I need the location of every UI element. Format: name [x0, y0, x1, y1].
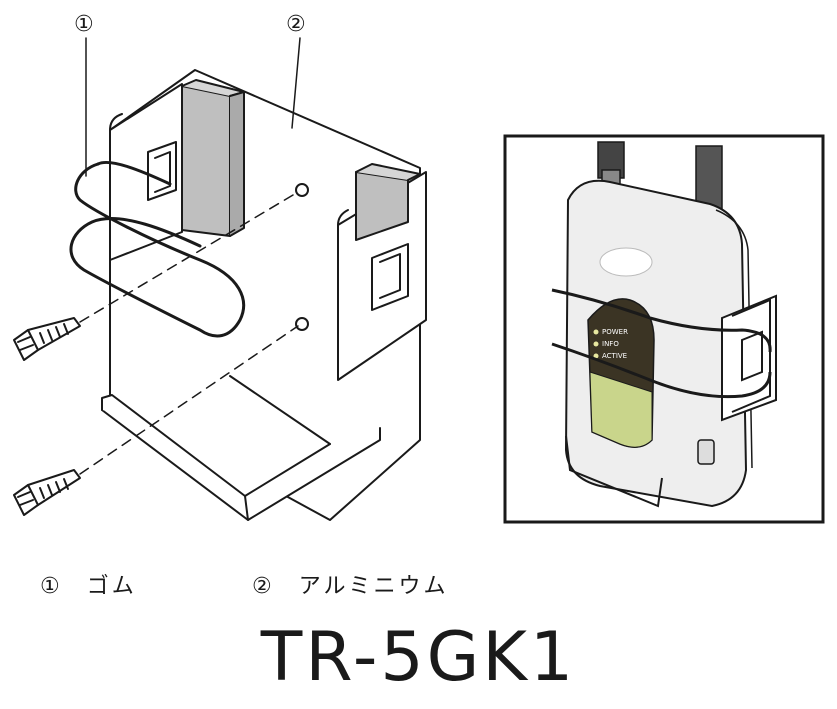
- rubber-band: [69, 160, 246, 338]
- legend-text-aluminum: アルミニウム: [298, 574, 449, 599]
- legend-number-2: ②: [252, 574, 275, 599]
- legend-item-rubber: ① ゴム: [40, 568, 151, 600]
- aluminum-bracket: [101, 69, 427, 521]
- callout-label-2: ②: [286, 12, 306, 37]
- inset-bracket-base: [565, 435, 663, 508]
- legend-number-1: ①: [40, 574, 63, 599]
- callout-leader-2: [291, 37, 301, 129]
- screw-path-top: [79, 191, 299, 323]
- callout-label-1: ①: [74, 12, 94, 37]
- model-number: TR-5GK1: [260, 618, 577, 697]
- mounted-device-inset: POWER INFO ACTIVE: [503, 134, 825, 524]
- led-label-power: POWER: [602, 328, 628, 336]
- device-led-labels: POWER INFO ACTIVE: [602, 328, 628, 360]
- inset-rubber-bands: [551, 288, 772, 399]
- screw-bottom: [13, 469, 81, 516]
- screw-path-bottom: [79, 325, 299, 475]
- led-label-info: INFO: [602, 340, 619, 348]
- legend-text-rubber: ゴム: [86, 574, 137, 599]
- led-label-active: ACTIVE: [602, 352, 627, 360]
- screw-top: [13, 317, 81, 361]
- legend-item-aluminum: ② アルミニウム: [252, 568, 463, 600]
